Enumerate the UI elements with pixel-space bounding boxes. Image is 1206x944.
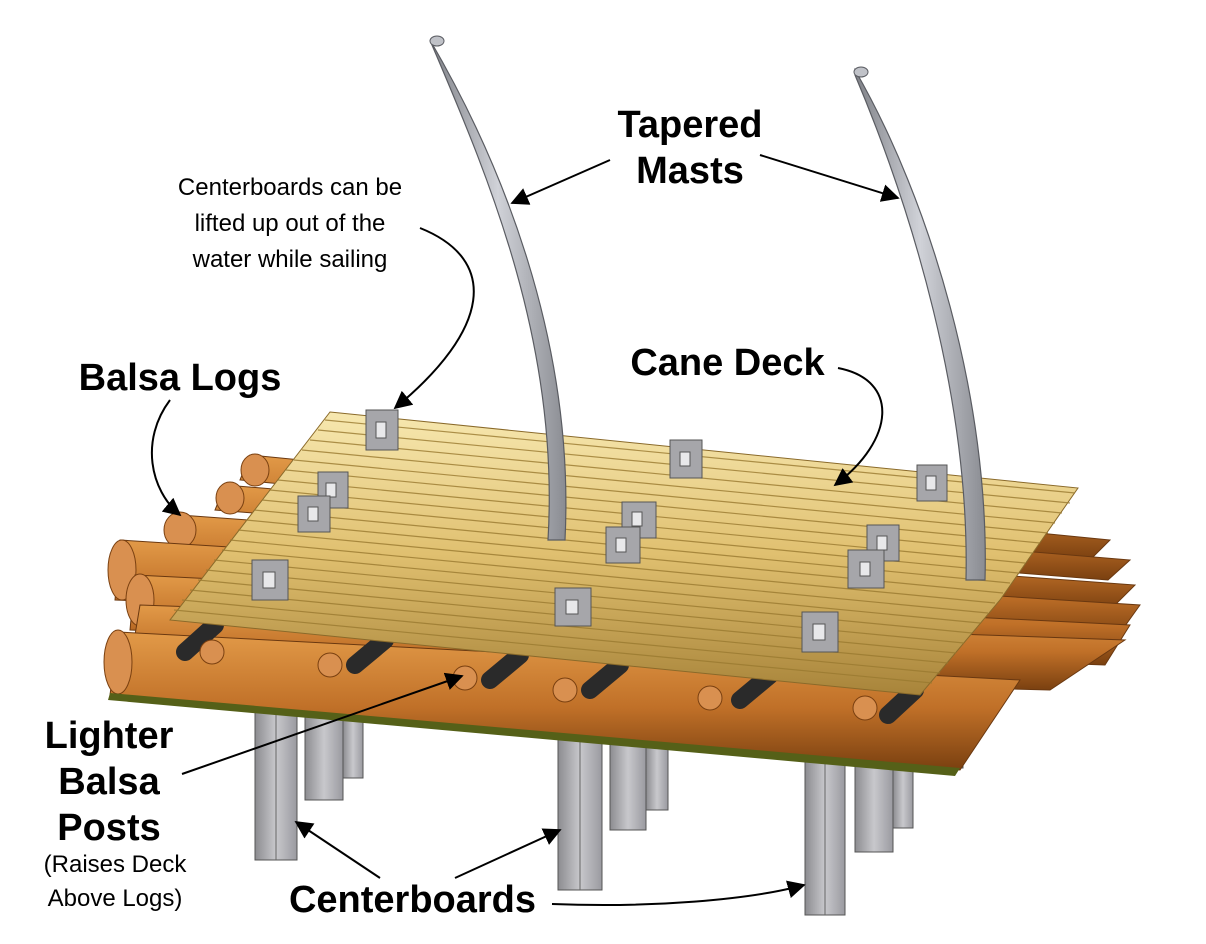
- callout-arrows: [150, 154, 900, 907]
- label-centerboards: Centerboards: [288, 879, 537, 921]
- arrow-lighter-posts: [181, 672, 464, 775]
- label-tapered-masts: Tapered Masts: [617, 104, 763, 192]
- arrow-balsa-logs: [150, 399, 182, 517]
- label-centerboards-note: Centerboards can be lifted up out of the…: [177, 174, 403, 273]
- centerboard-tops: [251, 409, 948, 653]
- label-lighter-balsa-posts: Lighter Balsa Posts: [44, 715, 174, 849]
- tapered-masts: [429, 35, 986, 581]
- arrow-centerboard-2: [454, 828, 562, 879]
- arrow-mast-right: [759, 154, 900, 202]
- arrow-cane-deck: [833, 367, 884, 487]
- arrow-mast-left: [510, 159, 611, 205]
- arrow-centerboard-3: [551, 880, 806, 907]
- label-balsa-logs: Balsa Logs: [78, 357, 282, 399]
- arrow-centerboard-1: [294, 821, 381, 879]
- label-cane-deck: Cane Deck: [630, 342, 825, 384]
- label-raises-deck: (Raises Deck Above Logs): [43, 851, 187, 912]
- arrow-centerboard-note: [393, 227, 475, 410]
